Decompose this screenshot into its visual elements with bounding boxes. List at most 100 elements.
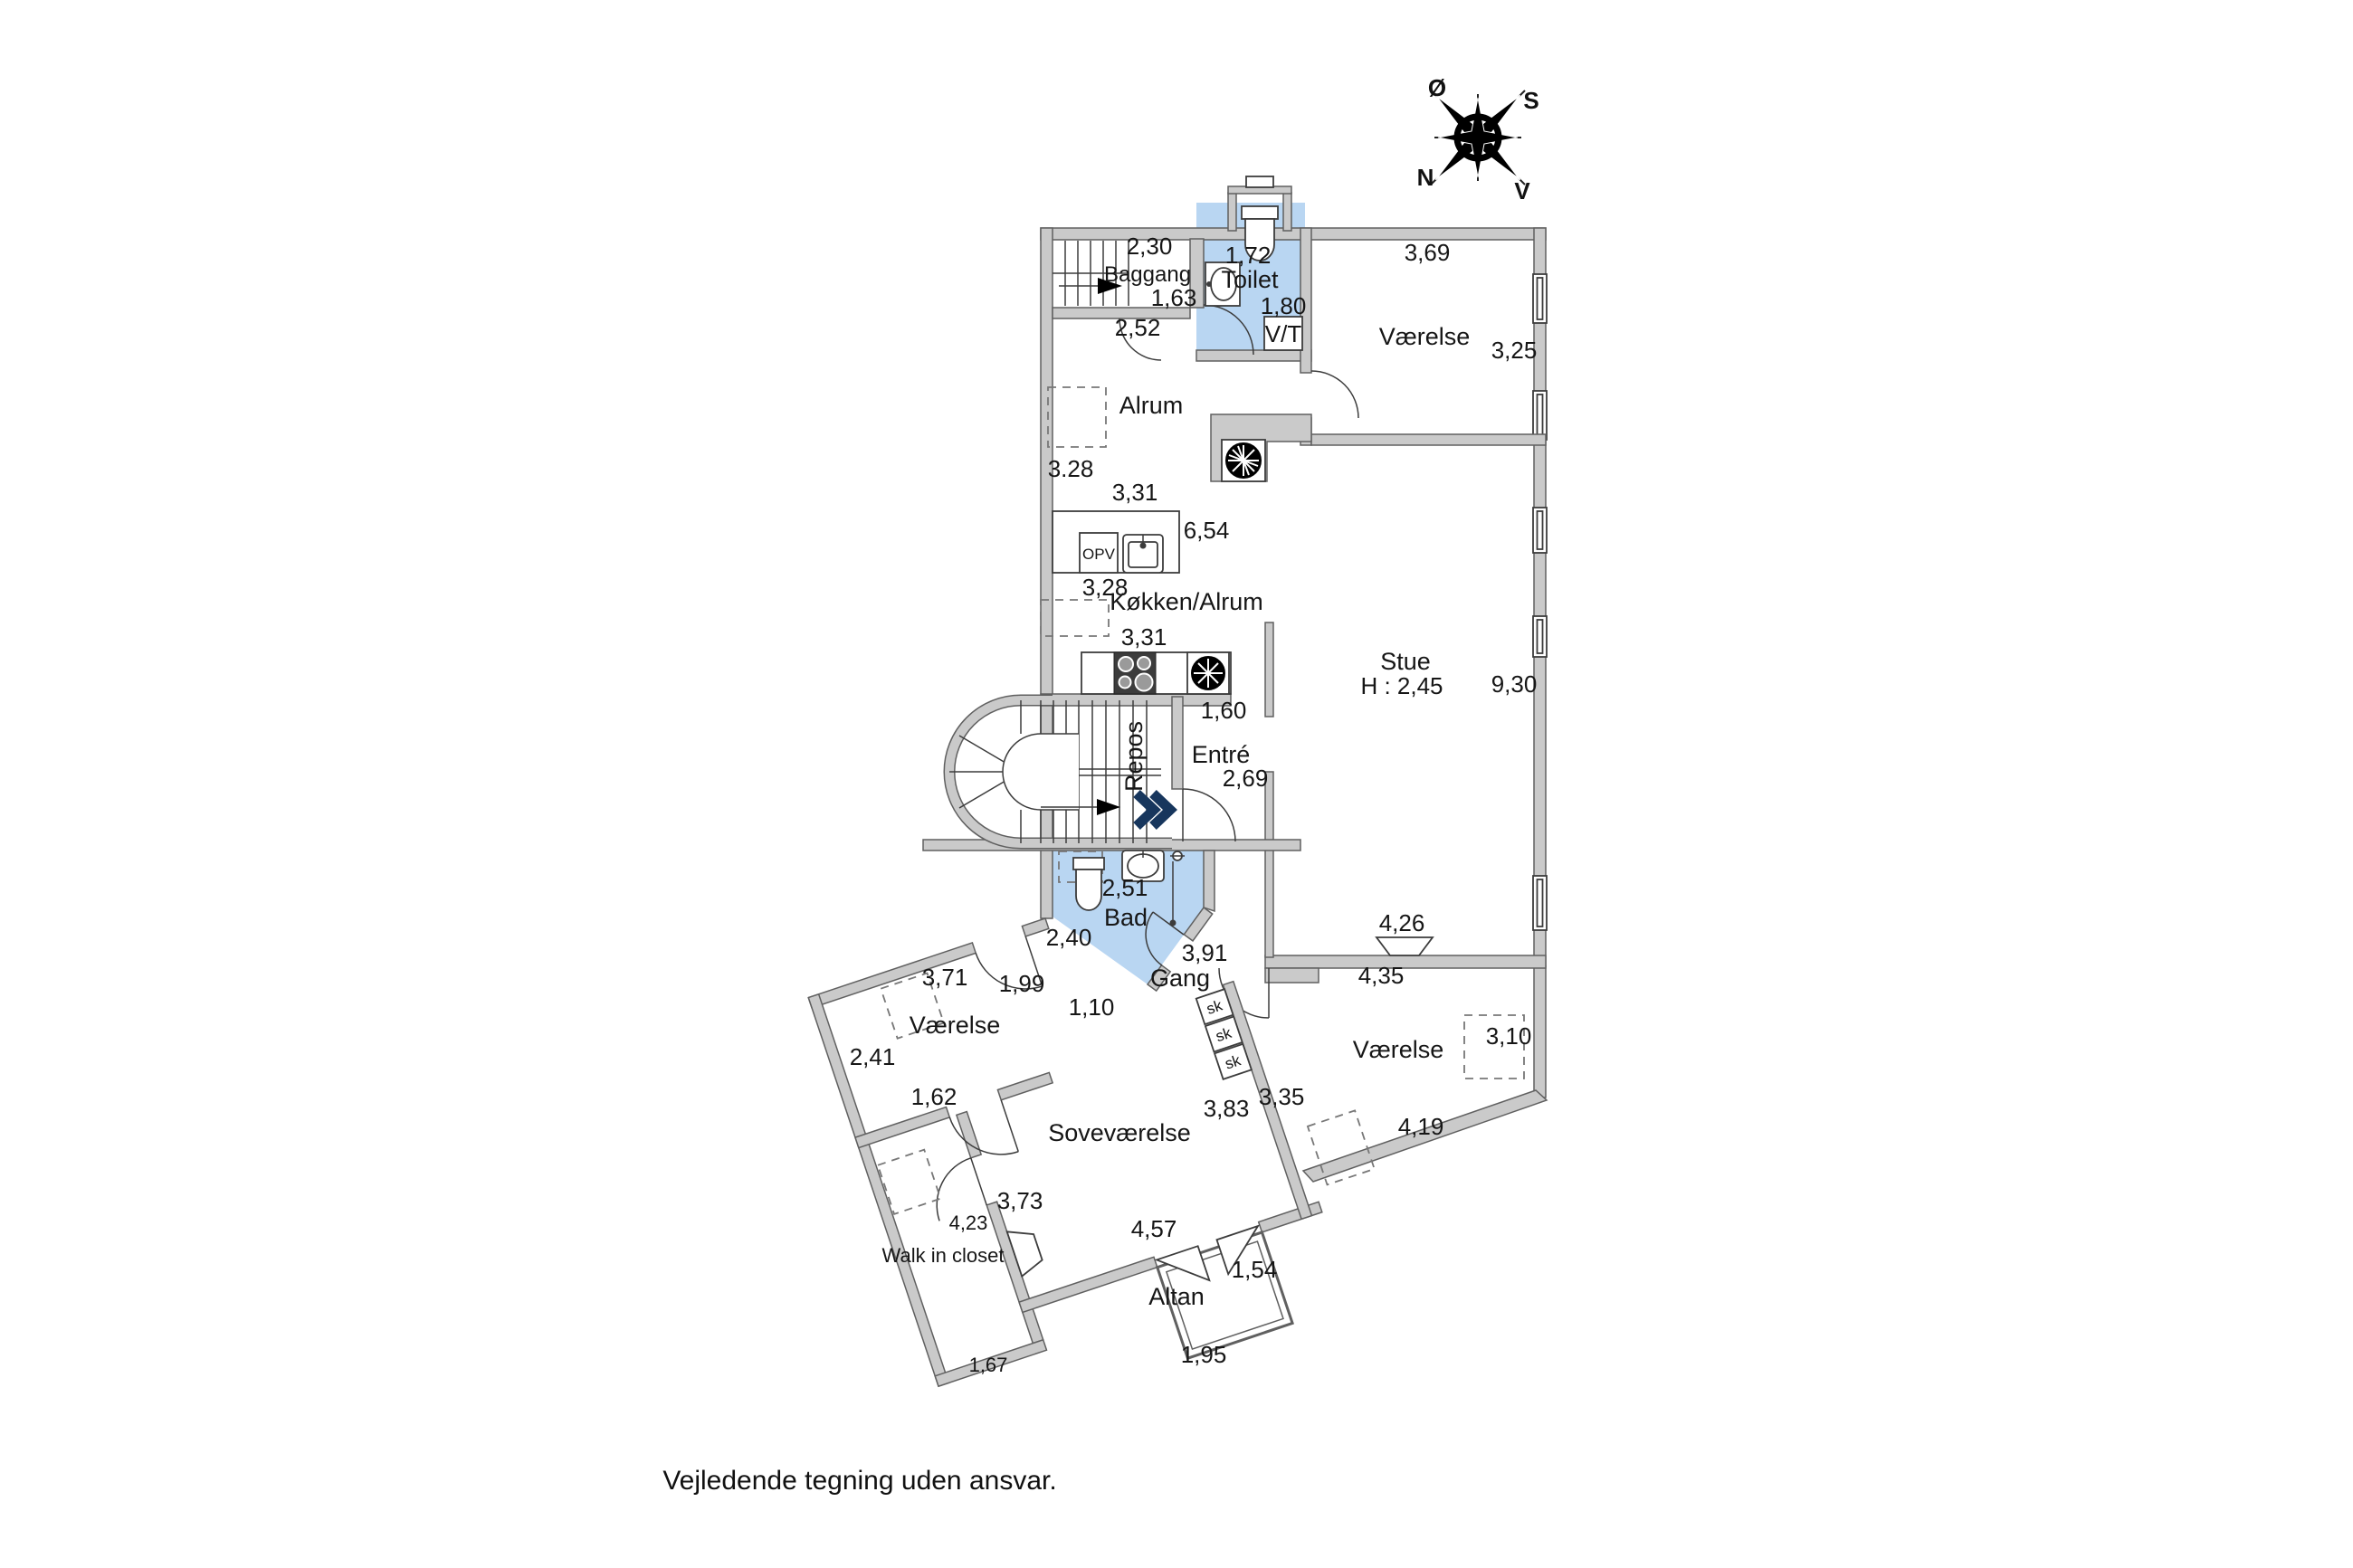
- kitchen-dashed-box: [1040, 599, 1110, 637]
- dim-label: 1,67: [969, 1354, 1008, 1376]
- dim-label: 2,52: [1115, 314, 1161, 341]
- entre-door-arc: [1182, 788, 1236, 842]
- back-stairs: [1053, 241, 1129, 306]
- radiator-icon: [1005, 1231, 1043, 1278]
- window-icon: [1532, 615, 1548, 658]
- balcony-door-leaf-icon: [1154, 1245, 1211, 1282]
- bath-door-arc: [1145, 911, 1163, 966]
- sk-label: sk: [1205, 996, 1225, 1018]
- dim-label: 1,62: [911, 1083, 957, 1110]
- dim-label: 1,54: [1232, 1256, 1278, 1283]
- dim-label: 3,28: [1082, 574, 1129, 601]
- room-label-alrum: Alrum: [1119, 392, 1184, 419]
- compass-west-label: V: [1514, 177, 1530, 204]
- dim-label: 2,41: [850, 1043, 896, 1070]
- wing-walls: [807, 917, 1323, 1388]
- west-room-dashed-box: [880, 972, 946, 1040]
- dim-label: 4,26: [1379, 909, 1425, 936]
- se-room-dashed-box: [1463, 1014, 1525, 1079]
- west-room-door-leaf: [1024, 936, 1043, 987]
- west-room-door-arc: [975, 953, 1043, 990]
- window-icon: [1532, 875, 1548, 931]
- se-room-dashed-box2: [1306, 1109, 1376, 1186]
- dim-label: 3,71: [922, 964, 968, 991]
- ne-room-door-arc: [1310, 370, 1359, 419]
- opv-label: OPV: [1082, 546, 1116, 563]
- dim-label: 3,83: [1204, 1095, 1250, 1122]
- room-label-repos: Repos: [1120, 721, 1148, 792]
- dim-label: 1,95: [1181, 1341, 1227, 1368]
- sink-icon: [1205, 261, 1241, 307]
- dim-label: 2,40: [1046, 924, 1092, 951]
- stair-direction-arrow-icon: [1097, 799, 1120, 815]
- room-label-toilet: Toilet: [1221, 266, 1279, 293]
- sk-label: sk: [1214, 1024, 1234, 1046]
- window-icon: [1532, 390, 1548, 441]
- dim-label: 1,72: [1225, 242, 1272, 269]
- dim-label: 1,60: [1201, 697, 1247, 724]
- dishwasher-box: [1079, 532, 1119, 574]
- fireplace-icon: [1210, 413, 1312, 482]
- bath-sink-icon: [1121, 850, 1165, 882]
- room-label-entre: Entré: [1192, 741, 1251, 768]
- room-label-walk-in-closet: Walk in closet: [882, 1244, 1005, 1267]
- dim-label: 3,31: [1121, 623, 1167, 651]
- dim-label: 4,19: [1398, 1113, 1444, 1140]
- dim-label: 9,30: [1491, 670, 1538, 698]
- alrum-dashed-box: [1047, 386, 1107, 448]
- bathroom-fixtures: [1058, 850, 1185, 966]
- dim-label: 1,63: [1151, 284, 1197, 311]
- window-icons: [1532, 273, 1548, 931]
- dim-label: 3,69: [1405, 239, 1451, 266]
- dim-label: 3,10: [1486, 1022, 1532, 1050]
- stair-direction-arrow-icon: [1098, 278, 1122, 294]
- vt-label: V/T: [1265, 320, 1302, 347]
- dim-label: 3,73: [997, 1187, 1043, 1214]
- entrance-chevron-icon: [1133, 790, 1177, 830]
- main-staircase: [943, 694, 1177, 850]
- closet-door-leaf: [970, 1157, 987, 1206]
- bath-door-leaf: [1152, 911, 1185, 936]
- room-label-baggang: Baggang: [1104, 262, 1191, 287]
- closet-dashed-box: [876, 1148, 942, 1215]
- extractor-fan-icon: [1186, 651, 1230, 695]
- compass-south-label: S: [1523, 87, 1538, 114]
- dim-label: 1,99: [999, 970, 1045, 997]
- drain-icon: [1169, 851, 1185, 927]
- sk-closets: sk sk sk: [1195, 988, 1253, 1080]
- balcony-door-leaf-icon: [1215, 1224, 1261, 1277]
- room-label-koekken: Køkken/Alrum: [1110, 588, 1263, 615]
- window-icon: [1532, 507, 1548, 554]
- dim-label: 3,91: [1182, 939, 1228, 966]
- disclaimer-text: Vejledende tegning uden ansvar.: [662, 1466, 1056, 1496]
- dim-label: 4,57: [1131, 1215, 1177, 1242]
- dim-label: 6,54: [1184, 517, 1230, 544]
- wc-icon: [1241, 205, 1279, 261]
- baggang-door-arc: [1119, 318, 1162, 361]
- room-label-bad: Bad: [1104, 904, 1148, 931]
- dim-label: 4,35: [1358, 962, 1405, 989]
- room-label-sovevaerelse: Soveværelse: [1048, 1119, 1191, 1146]
- kitchen-sink-icon: [1122, 534, 1164, 574]
- closet-door-arc: [936, 1157, 972, 1221]
- room-label-altan: Altan: [1148, 1283, 1205, 1310]
- wc-icon: [1072, 857, 1105, 911]
- room-label-vaerelse-se: Værelse: [1353, 1036, 1444, 1063]
- bedroom-door-leaf: [1000, 1099, 1019, 1152]
- balcony: [1154, 1224, 1294, 1361]
- dim-label: 1,10: [1069, 993, 1115, 1021]
- dim-label: 1,80: [1261, 292, 1307, 319]
- sk-label: sk: [1223, 1051, 1243, 1073]
- dim-label: 2,51: [1102, 874, 1148, 901]
- dim-label: 3,25: [1491, 337, 1538, 364]
- stove-icon: [1113, 651, 1157, 695]
- dim-label: 4,23: [949, 1212, 988, 1234]
- vt-shaft-box: [1263, 316, 1303, 351]
- kitchen-fixtures: [1052, 510, 1232, 695]
- compass-east-label: Ø: [1428, 74, 1446, 101]
- bedroom-door-arc: [948, 1117, 1019, 1155]
- radiator-icon: [1375, 936, 1434, 956]
- room-label-vaerelse-ne: Værelse: [1379, 323, 1471, 350]
- lower-wing: sk sk sk: [807, 917, 1376, 1388]
